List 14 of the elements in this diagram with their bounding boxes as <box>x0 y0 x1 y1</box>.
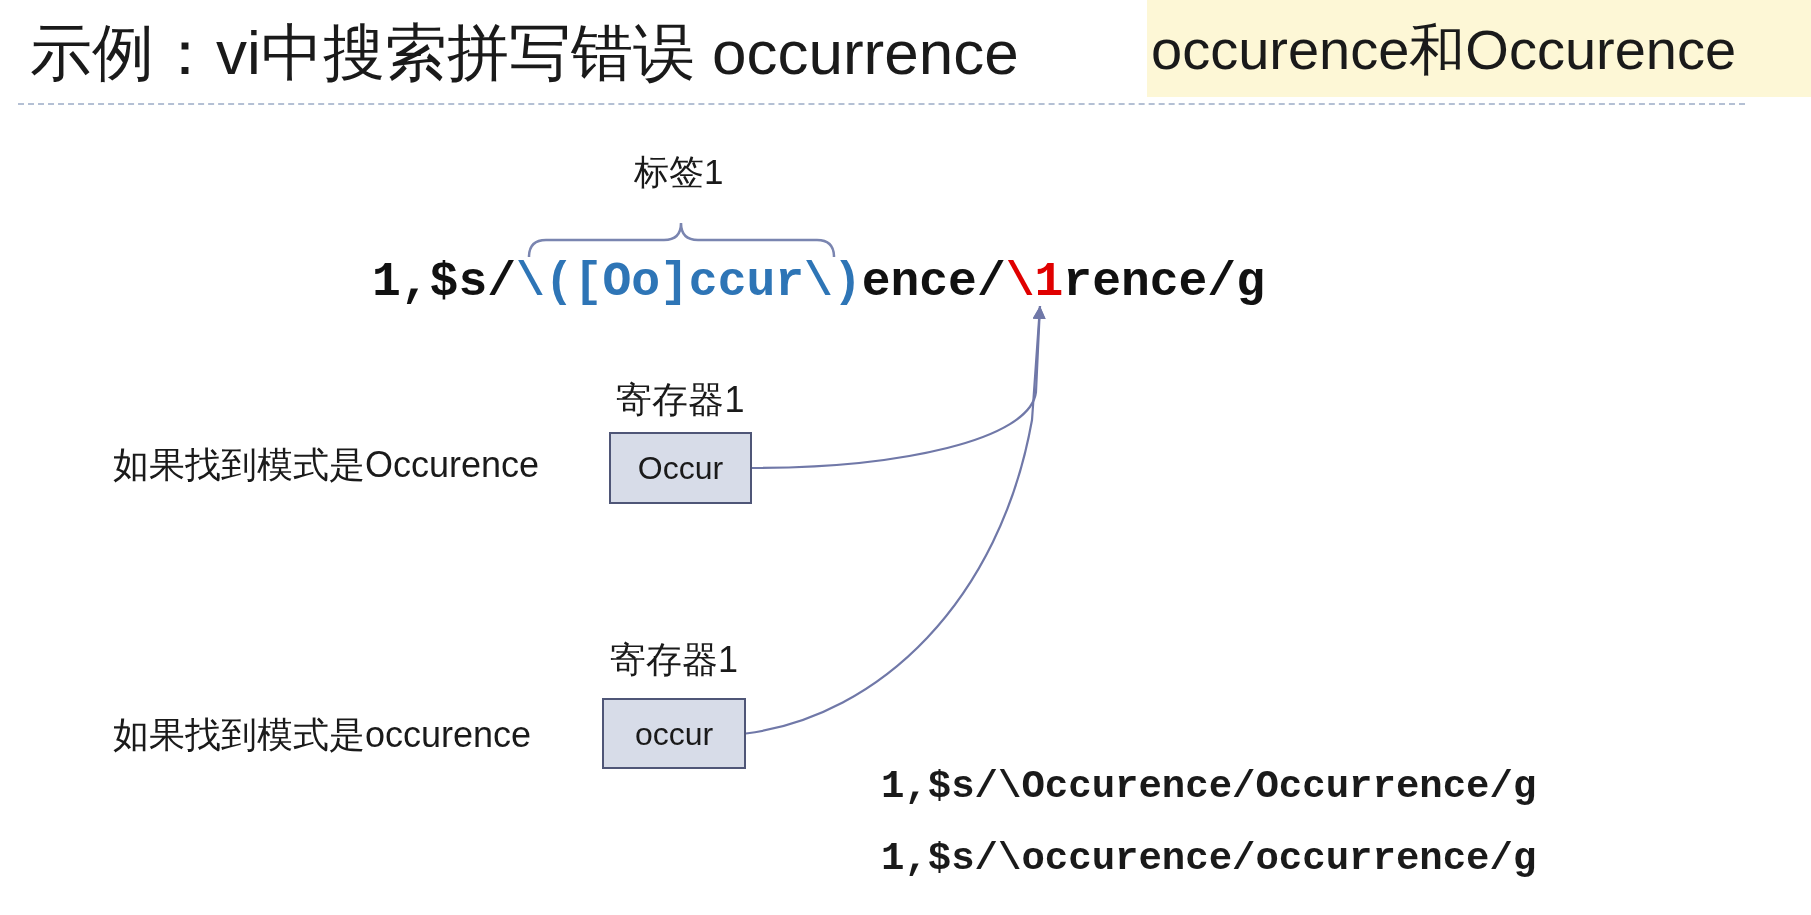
register-value: occur <box>634 717 714 750</box>
highlight-banner <box>1147 0 1811 97</box>
slide-title: 示例：vi中搜索拼写错误 occurrence <box>30 17 1019 89</box>
register-value: Occur <box>637 452 724 484</box>
command-text: 1,$s/\([Oo]ccur\)ence/\1rence/g <box>372 259 1265 306</box>
curved-arrow <box>745 305 1046 735</box>
condition-text: 如果找到模式是occurence <box>113 714 532 755</box>
register-heading: 寄存器1 <box>616 378 745 422</box>
group-label: 标签1 <box>634 152 724 192</box>
command-text: 1,$s/\Occurence/Occurrence/g <box>881 765 1537 810</box>
register-heading: 寄存器1 <box>610 638 738 682</box>
condition-text: 如果找到模式是Occurence <box>113 444 540 485</box>
highlight-text: occurence和Occurence <box>1151 17 1737 83</box>
command-text: 1,$s/\occurence/occurrence/g <box>881 837 1537 882</box>
